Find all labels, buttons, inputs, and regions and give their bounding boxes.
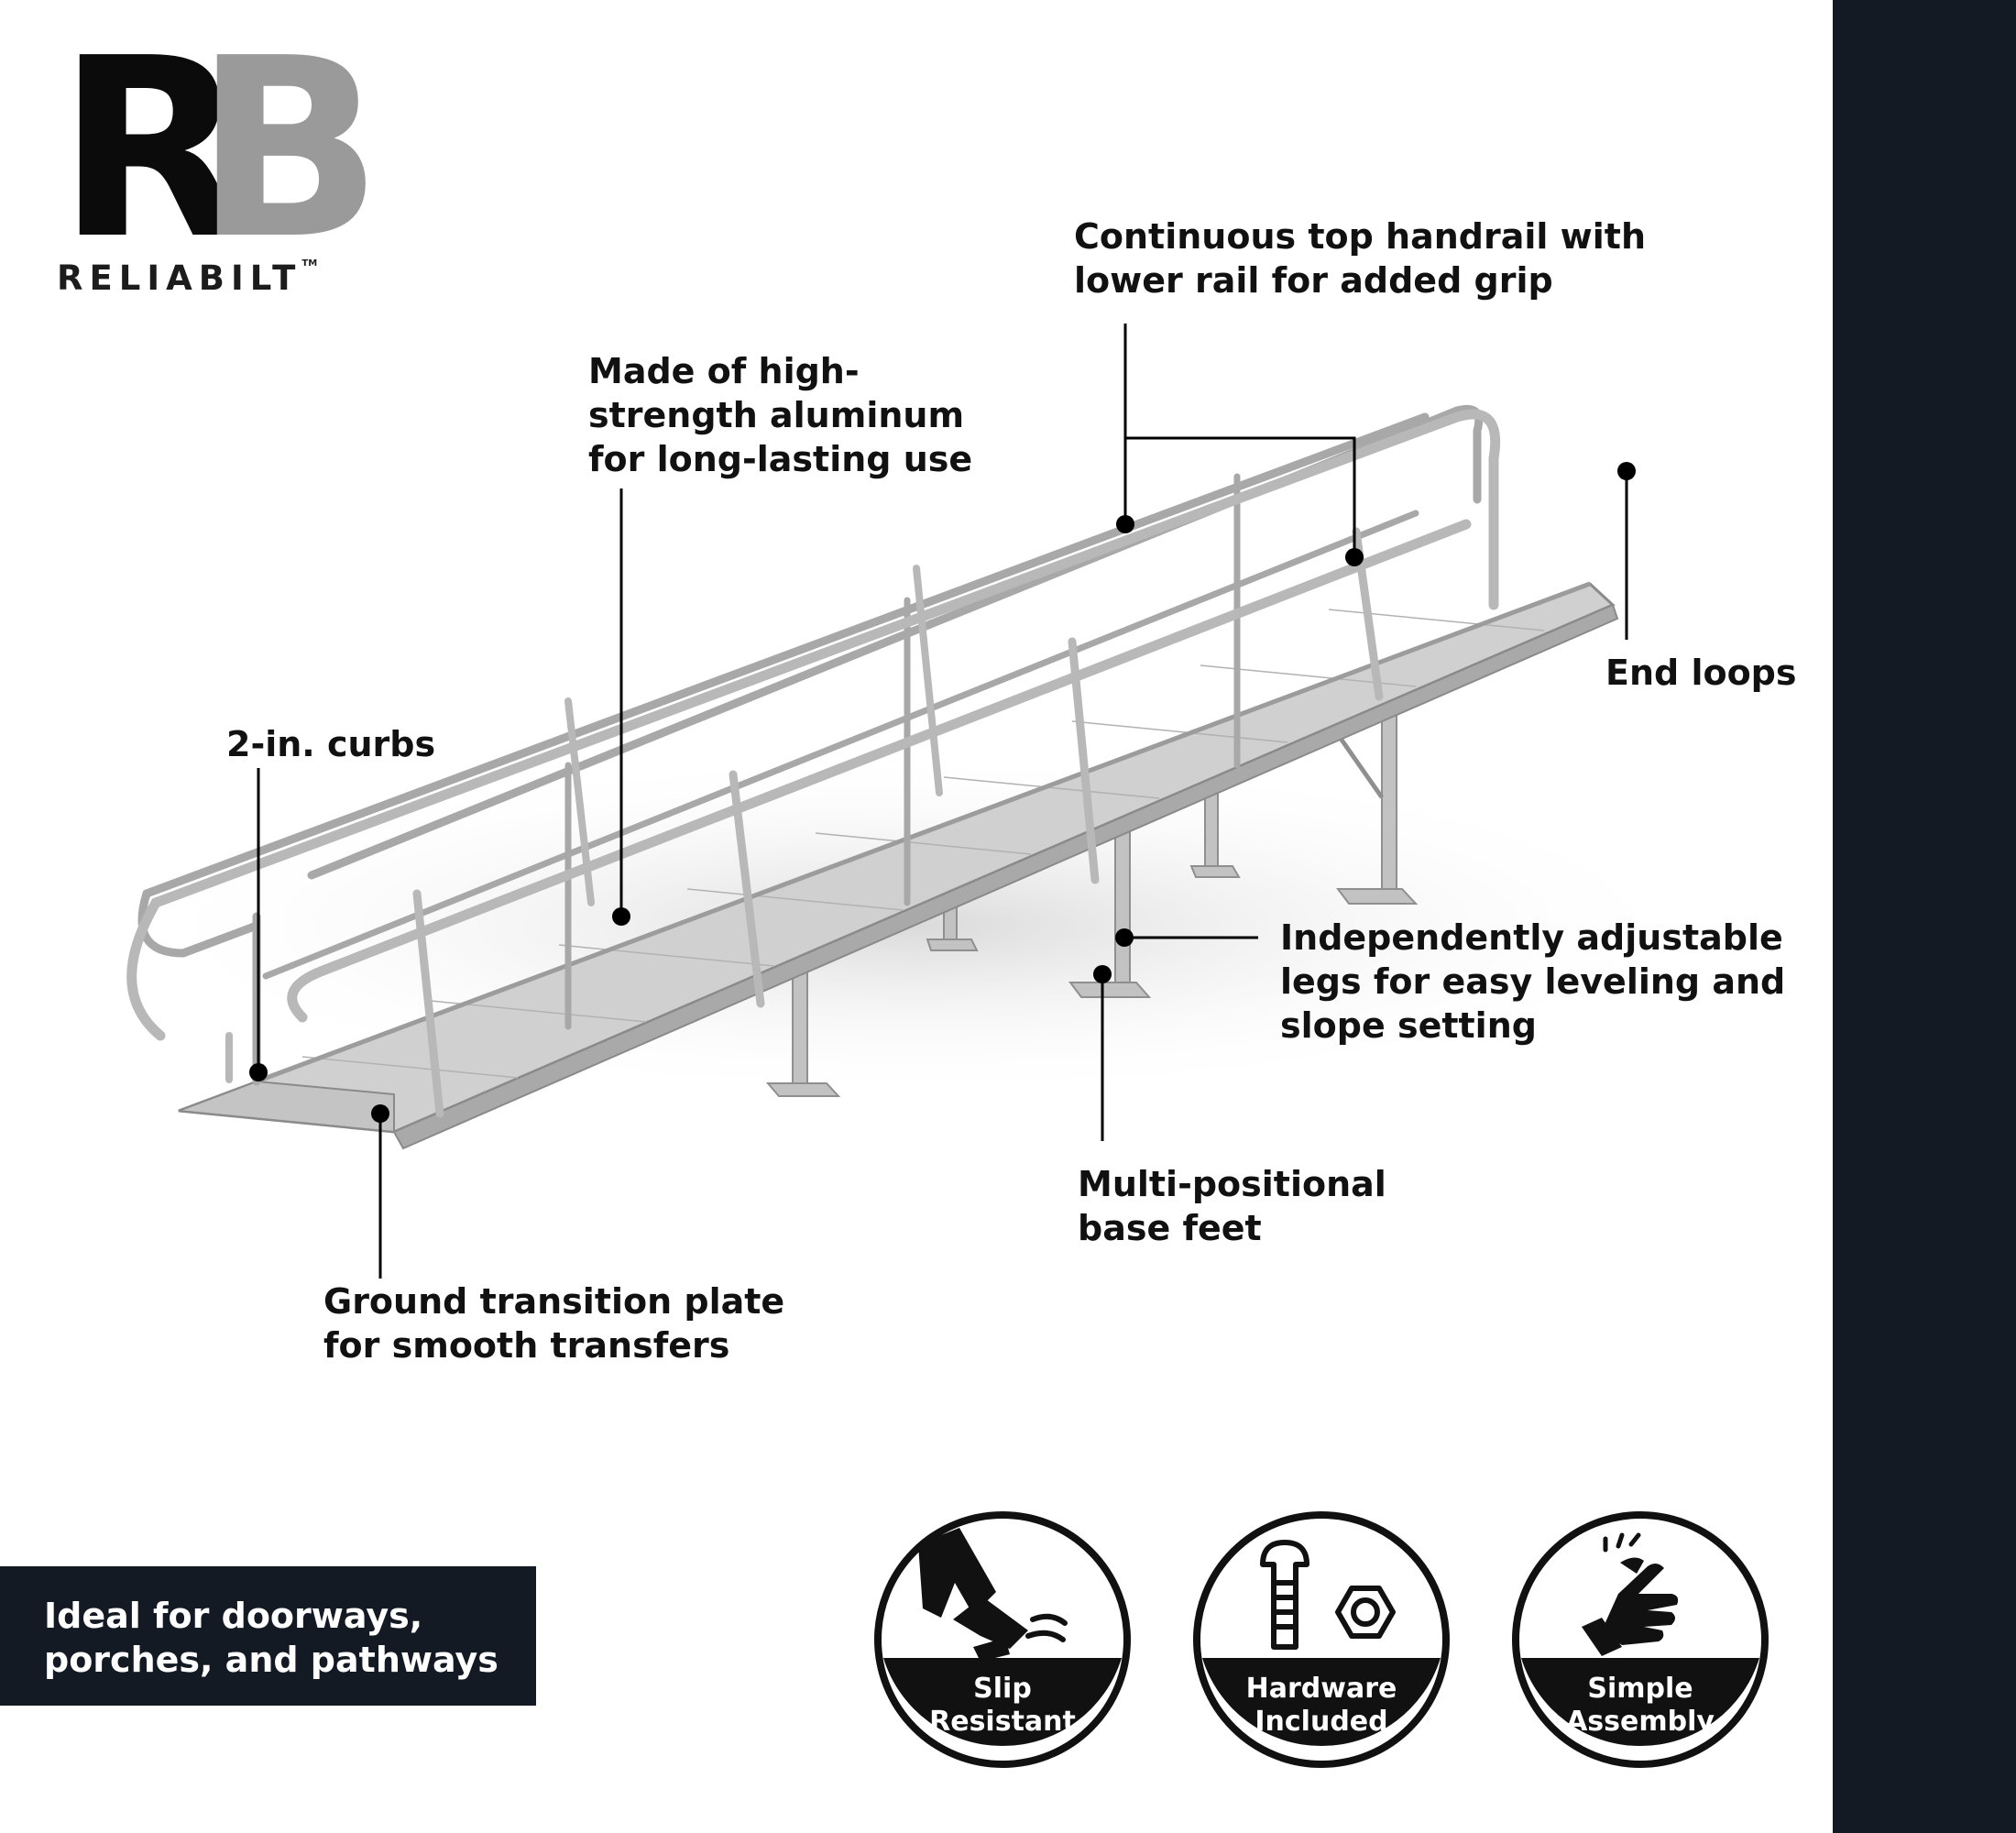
badge-slip-resistant: Slip Resistant xyxy=(872,1509,1133,1770)
banner-text: Ideal for doorways, porches, and pathway… xyxy=(44,1594,499,1682)
callout-aluminum-line-3: for long-lasting use xyxy=(588,439,973,479)
near-handrail xyxy=(126,409,1501,1118)
logo-wordmark: RELIABILTTM xyxy=(57,258,317,298)
callout-leaders xyxy=(257,324,1628,1279)
badge-hardware-included-label: Hardware Included xyxy=(1191,1673,1452,1739)
callout-curbs-line-1: 2-in. curbs xyxy=(226,724,436,764)
slip-resistant-icon xyxy=(874,1511,1131,1768)
simple-assembly-icon xyxy=(1512,1511,1769,1768)
dot-aluminum xyxy=(612,907,630,926)
callout-plate-line-1: Ground transition plate xyxy=(323,1281,785,1322)
callout-feet: Multi-positional base feet xyxy=(1078,1162,1386,1250)
ramp-deck xyxy=(178,581,1619,1150)
dot-handrail-top xyxy=(1116,515,1134,533)
dot-legs xyxy=(1115,928,1134,947)
badge-simple-assembly-label: Simple Assembly xyxy=(1510,1673,1770,1739)
badge-simple-line-1: Simple xyxy=(1587,1673,1693,1705)
callout-aluminum-line-2: strength aluminum xyxy=(588,395,965,435)
callout-end-loops: End loops xyxy=(1605,651,1797,695)
badge-hardware-line-2: Included xyxy=(1255,1706,1388,1738)
badge-simple-line-2: Assembly xyxy=(1566,1706,1715,1738)
callout-dots xyxy=(249,462,1636,1123)
callout-legs: Independently adjustable legs for easy l… xyxy=(1280,916,1785,1048)
logo-monogram-r: R xyxy=(57,5,247,293)
badge-hardware-included: Hardware Included xyxy=(1191,1509,1452,1770)
dot-feet xyxy=(1093,965,1112,983)
callout-legs-line-2: legs for easy leveling and xyxy=(1280,961,1786,1002)
logo-monogram-b: B xyxy=(194,5,383,293)
ramp-illustration xyxy=(110,324,1723,1279)
callout-legs-line-3: slope setting xyxy=(1280,1005,1537,1046)
banner-line-1: Ideal for doorways, xyxy=(44,1596,423,1636)
ideal-for-banner: Ideal for doorways, porches, and pathway… xyxy=(0,1566,536,1706)
callout-plate-line-2: for smooth transfers xyxy=(323,1325,730,1366)
callout-curbs: 2-in. curbs xyxy=(226,722,435,766)
reliabilt-logo: R B RELIABILTTM xyxy=(57,26,396,304)
callout-end-loops-line-1: End loops xyxy=(1605,653,1797,693)
hardware-included-icon xyxy=(1193,1511,1450,1768)
dot-handrail-lower xyxy=(1345,548,1364,566)
logo-wordmark-text: RELIABILT xyxy=(57,258,302,298)
callout-legs-line-1: Independently adjustable xyxy=(1280,917,1783,958)
right-sidebar xyxy=(1833,0,2016,1833)
badge-hardware-line-1: Hardware xyxy=(1245,1673,1397,1705)
callout-feet-line-1: Multi-positional xyxy=(1078,1164,1386,1204)
callout-plate: Ground transition plate for smooth trans… xyxy=(323,1279,784,1367)
banner-line-2: porches, and pathways xyxy=(44,1640,499,1680)
trademark-mark: TM xyxy=(301,258,318,269)
badge-simple-assembly: Simple Assembly xyxy=(1510,1509,1770,1770)
callout-handrail: Continuous top handrail with lower rail … xyxy=(1074,214,1646,302)
callout-handrail-line-1: Continuous top handrail with xyxy=(1074,216,1647,257)
callout-feet-line-2: base feet xyxy=(1078,1208,1262,1248)
dot-end-loops xyxy=(1617,462,1636,480)
badge-slip-line-1: Slip xyxy=(973,1673,1032,1705)
dot-plate xyxy=(371,1104,389,1123)
dot-curbs xyxy=(249,1063,268,1081)
badge-slip-line-2: Resistant xyxy=(929,1706,1076,1738)
callout-aluminum-line-1: Made of high- xyxy=(588,351,860,391)
callout-aluminum: Made of high- strength aluminum for long… xyxy=(588,349,972,481)
callout-handrail-line-2: lower rail for added grip xyxy=(1074,260,1553,301)
badge-slip-resistant-label: Slip Resistant xyxy=(872,1673,1133,1739)
